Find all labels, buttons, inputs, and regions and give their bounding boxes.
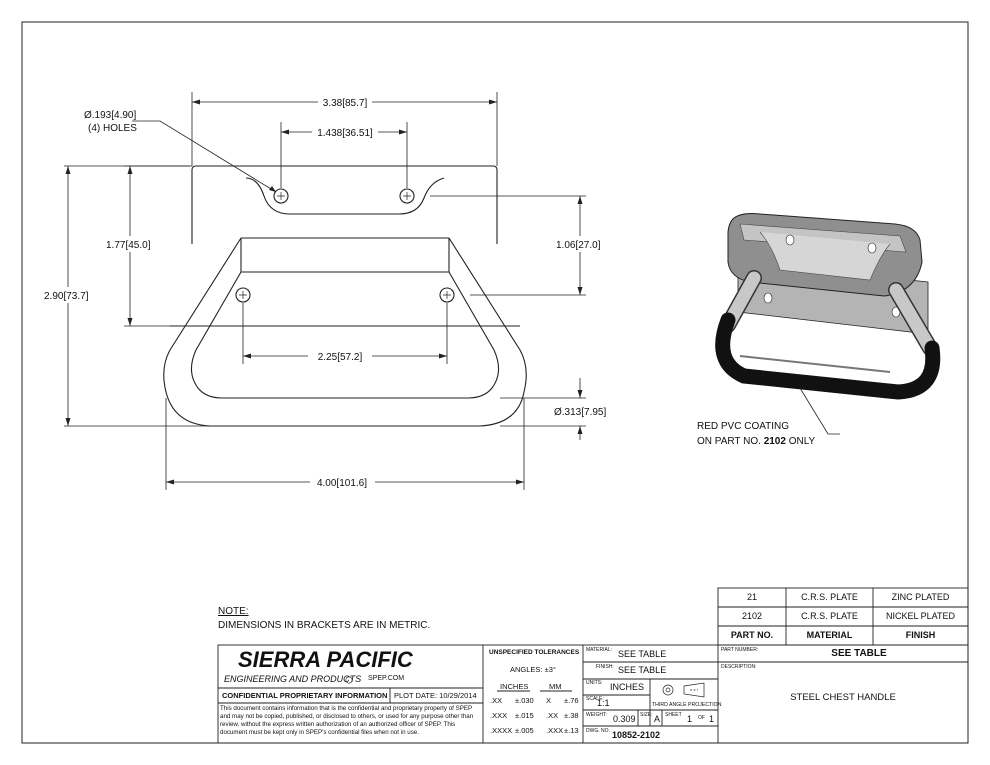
note-text: DIMENSIONS IN BRACKETS ARE IN METRIC.	[218, 620, 431, 631]
tol-row2-c1: .XXX	[490, 711, 508, 720]
registered-mark-icon	[345, 676, 353, 684]
part-number-label: PART NUMBER:	[721, 647, 759, 653]
company-name: SIERRA PACIFIC	[238, 647, 413, 672]
tol-row3-c3: .XXX	[546, 726, 564, 735]
tol-row3-c4: ±.13	[564, 726, 579, 735]
of-label: OF	[698, 715, 705, 721]
hole-callout-count: (4) HOLES	[88, 123, 137, 134]
tol-row3-c1: .XXXX	[490, 726, 513, 735]
dim-overall-height: 2.90[73.7]	[44, 291, 89, 302]
dim-overall-width-top: 3.38[85.7]	[323, 98, 368, 109]
tol-row2-c3: .XX	[546, 711, 559, 720]
company-website: SPEP.COM	[368, 675, 405, 682]
parts-row1-finish: ZINC PLATED	[891, 592, 950, 602]
part-number-value: SEE TABLE	[831, 648, 887, 659]
tol-row1-c3: X	[546, 696, 552, 705]
dim-right-height: 1.06[27.0]	[556, 240, 601, 251]
scale-label: SCALE:	[586, 696, 604, 702]
tol-row2-c4: ±.38	[564, 711, 579, 720]
size-value: A	[654, 714, 661, 724]
units-value: INCHES	[610, 682, 645, 692]
sheet-label: SHEET	[665, 712, 682, 718]
tol-row1-c1: .XX	[490, 696, 503, 705]
finish-value: SEE TABLE	[618, 665, 667, 675]
dimension-arrows	[65, 99, 583, 485]
coating-note-line1: RED PVC COATING	[697, 421, 789, 432]
description-label: DESCRIPTION:	[721, 664, 757, 670]
tolerances-inches-header: INCHES	[500, 682, 529, 691]
note-heading: NOTE:	[218, 606, 249, 617]
parts-header-material: MATERIAL	[806, 630, 853, 640]
third-angle-projection-icon	[662, 682, 705, 698]
parts-row2-material: C.R.S. PLATE	[801, 611, 858, 621]
dim-inner-height: 1.77[45.0]	[106, 240, 151, 251]
tol-row1-c2: ±.030	[515, 696, 534, 705]
tol-row3-c2: ±.005	[515, 726, 534, 735]
isometric-view	[715, 213, 941, 435]
dimension-lines	[64, 92, 586, 490]
parts-header-finish: FINISH	[905, 630, 936, 640]
parts-row2-finish: NICKEL PLATED	[885, 611, 956, 621]
parts-row1-material: C.R.S. PLATE	[801, 592, 858, 602]
weight-label: WEIGHT:	[586, 712, 607, 718]
units-label: UNITS:	[586, 680, 603, 686]
tolerances-angles: ANGLES: ±3°	[510, 665, 556, 674]
dwg-number: 10852-2102	[612, 730, 661, 740]
scale-value: 1:1	[597, 698, 610, 708]
sheet-total: 1	[709, 714, 715, 724]
parts-row1-partno: 21	[746, 592, 757, 602]
parts-header-partno: PART NO.	[730, 630, 774, 640]
size-label: SIZE:	[640, 712, 653, 718]
plot-date: PLOT DATE: 10/29/2014	[394, 691, 477, 700]
hole-callout-diameter: Ø.193[4.90]	[84, 110, 136, 121]
tol-row2-c2: ±.015	[515, 711, 534, 720]
company-subtitle: ENGINEERING AND PRODUCTS	[224, 674, 362, 684]
sheet-number: 1	[687, 714, 693, 724]
weight-value: 0.309	[613, 714, 636, 724]
confidential-title: CONFIDENTIAL PROPRIETARY INFORMATION	[222, 691, 388, 700]
description-value: STEEL CHEST HANDLE	[790, 692, 896, 703]
tolerances-title: UNSPECIFIED TOLERANCES	[489, 649, 580, 656]
dwg-label: DWG. NO.	[586, 728, 610, 734]
tol-row1-c4: ±.76	[564, 696, 579, 705]
coating-note-line2: ON PART NO. 2102 ONLY	[697, 436, 816, 447]
front-view	[163, 165, 527, 427]
confidential-text: This document contains information that …	[220, 705, 474, 736]
dim-hole-spacing-top: 1.438[36.51]	[317, 128, 373, 139]
title-block-lines	[217, 587, 969, 744]
projection-label: THIRD ANGLE PROJECTION	[652, 702, 722, 708]
tolerances-mm-header: MM	[549, 682, 562, 691]
material-value: SEE TABLE	[618, 649, 667, 659]
material-label: MATERIAL:	[586, 647, 613, 653]
dim-overall-width-bottom: 4.00[101.6]	[317, 478, 367, 489]
finish-label: FINISH:	[596, 664, 614, 670]
parts-row2-partno: 2102	[741, 611, 763, 621]
dim-hole-spacing-bottom: 2.25[57.2]	[318, 352, 363, 363]
dim-rod-diameter: Ø.313[7.95]	[554, 407, 606, 418]
